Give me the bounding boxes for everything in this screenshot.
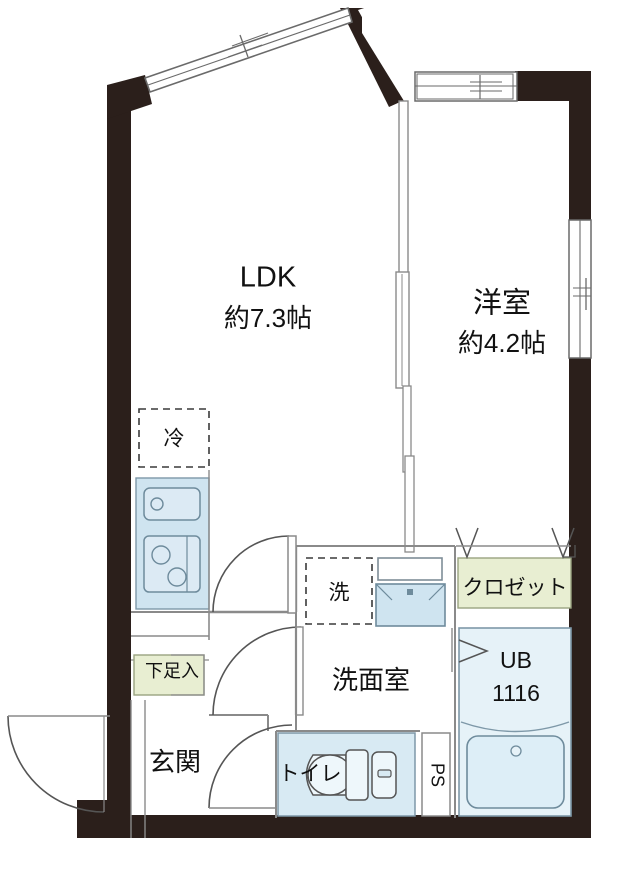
partition-ldk-bedroom [395,100,415,553]
label-bedroom-name: 洋室 [473,287,531,320]
window-right [568,219,592,359]
toilet-bowl-icon [305,749,397,801]
shoe-cabinet: 下足入 [133,654,205,696]
stove-burner-2-icon [167,567,187,587]
bathtub-drain-icon [510,745,522,757]
door-toilet[interactable] [208,724,293,809]
label-shoe-cabinet: 下足入 [145,661,199,681]
wall-right-lower [569,358,591,838]
pipe-shaft: PS [421,732,451,817]
toilet-room: トイレ [277,732,416,817]
label-washing-machine: 洗 [329,582,350,605]
label-washroom: 洗面室 [332,665,410,695]
wall-bottom-exterior [77,815,581,838]
door-ub[interactable] [451,628,490,672]
stove-burner-1-icon [151,545,171,565]
kitchen-faucet-icon [150,497,164,511]
washing-machine-space: 洗 [305,557,373,625]
bathtub-icon [466,735,565,809]
label-toilet: トイレ [279,763,342,786]
label-unit-bath: UB [500,647,532,673]
refrigerator-space: 冷 [138,408,210,468]
wall-left-exterior [107,85,131,833]
door-closet[interactable] [455,527,576,560]
label-entrance: 玄関 [149,747,201,777]
window-top-left [143,6,353,94]
wall-bottom-left-return [77,800,107,838]
wall-top-left-corner [107,75,152,119]
kitchen-counter [135,477,210,610]
vanity-faucet-icon [407,589,413,595]
unit-bath: UB 1116 [458,627,572,817]
label-unit-bath-size: 1116 [492,680,540,706]
label-ldk-name: LDK [240,262,297,294]
door-ldk[interactable] [212,535,297,614]
label-refrigerator: 冷 [164,428,185,451]
label-bedroom-area: 約4.2帖 [458,328,546,358]
closet: クロゼット [457,557,572,609]
label-ldk-area: 約7.3帖 [224,303,312,333]
kitchen-sink-icon [143,487,201,521]
label-pipe-shaft: PS [427,763,447,787]
label-closet: クロゼット [463,577,568,600]
vanity-mirror-icon [377,557,443,581]
vanity-unit [375,557,446,627]
door-entrance[interactable] [7,715,110,813]
wall-right-upper [569,90,591,220]
window-top-right [358,1,518,102]
